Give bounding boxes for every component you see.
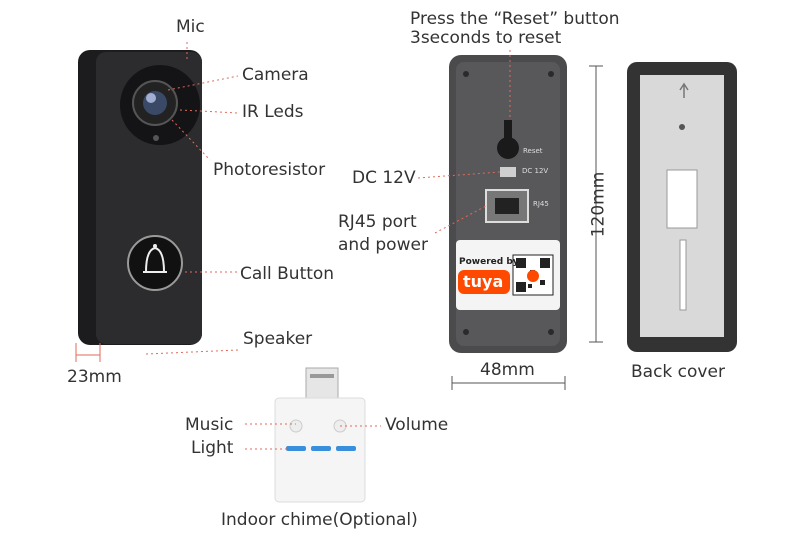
- rj45-port-text: RJ45: [533, 200, 549, 208]
- leader-lines: [145, 42, 511, 450]
- back-cover-label: Back cover: [631, 362, 725, 382]
- indoor-chime: [274, 367, 366, 503]
- reset-instruction-line1: Press the “Reset” button: [410, 9, 620, 29]
- doorbell-back: [449, 55, 567, 353]
- rj45-label-line1: RJ45 port: [338, 212, 417, 232]
- rj45-label-line2: and power: [338, 235, 428, 255]
- photoresistor-label: Photoresistor: [213, 160, 326, 180]
- depth-label: 23mm: [67, 367, 122, 387]
- light-label: Light: [191, 438, 234, 458]
- mic-label: Mic: [176, 17, 205, 37]
- chime-caption: Indoor chime(Optional): [221, 510, 418, 530]
- dc-port-text: DC 12V: [522, 167, 549, 175]
- height-label: 120mm: [588, 171, 609, 238]
- speaker-label: Speaker: [243, 329, 313, 349]
- dimension-lines: [75, 65, 603, 390]
- doorbell-front: [78, 50, 202, 345]
- tuya-logo: tuya: [463, 272, 504, 291]
- music-label: Music: [185, 415, 234, 435]
- reset-instruction-line2: 3seconds to reset: [410, 28, 562, 48]
- ir-leds-label: IR Leds: [242, 102, 304, 122]
- powered-by-text: Powered by: [459, 257, 519, 267]
- back-cover: [627, 62, 737, 352]
- dc-label: DC 12V: [352, 168, 416, 188]
- reset-text: Reset: [523, 147, 543, 155]
- width-label: 48mm: [480, 360, 535, 380]
- call-button-label: Call Button: [240, 264, 335, 284]
- camera-label: Camera: [242, 65, 309, 85]
- volume-label: Volume: [385, 415, 449, 435]
